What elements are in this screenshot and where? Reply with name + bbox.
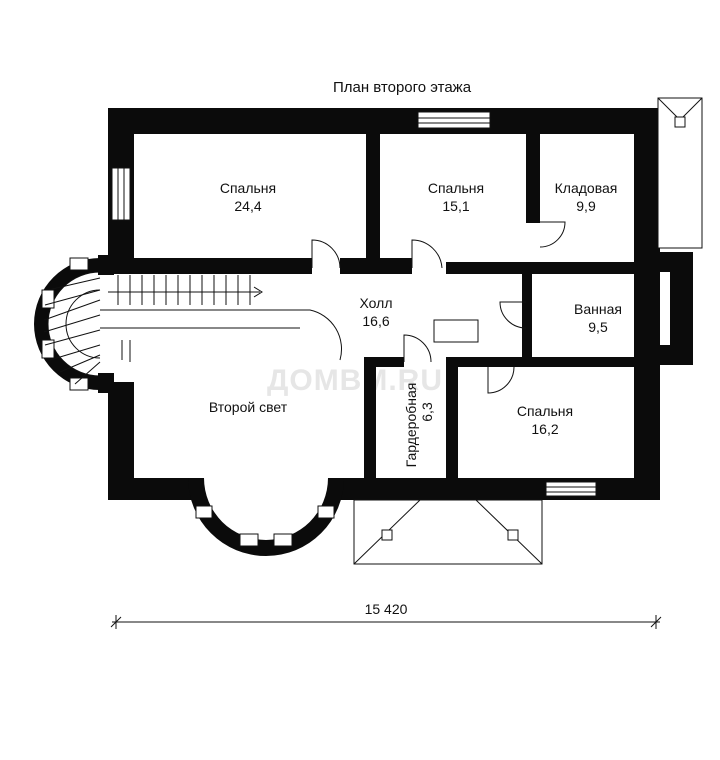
room-name-wardrobe: Гардеробная [403, 383, 419, 468]
room-area-bedroom-2: 15,1 [442, 198, 469, 214]
room-name-bedroom-3: Спальня [517, 403, 573, 419]
windows [111, 111, 597, 497]
interior-walls [108, 128, 646, 483]
staircase-tower [34, 255, 343, 393]
room-area-bedroom-3: 16,2 [531, 421, 558, 437]
watermark: ДОМВМ.RU [267, 364, 443, 397]
porch-roof-bottom [353, 499, 543, 565]
porch-roof-right [657, 97, 703, 249]
room-area-wardrobe: 6,3 [419, 402, 435, 422]
overall-width-label: 15 420 [365, 601, 408, 617]
dimension-line: 15 420 [110, 601, 662, 629]
room-name-bedroom-1: Спальня [220, 180, 276, 196]
room-name-bathroom: Ванная [574, 301, 622, 317]
room-area-hall: 16,6 [362, 313, 389, 329]
plan-title: План второго этажа [333, 79, 472, 96]
room-area-storage: 9,9 [576, 198, 596, 214]
room-area-bathroom: 9,5 [588, 319, 608, 335]
room-name-storage: Кладовая [555, 180, 618, 196]
doors [311, 221, 566, 394]
room-name-hall: Холл [360, 295, 393, 311]
room-name-double-height: Второй свет [209, 399, 288, 415]
room-labels: Спальня 24,4 Спальня 15,1 Кладовая 9,9 Х… [209, 180, 622, 467]
bay-window [188, 478, 344, 556]
room-name-bedroom-2: Спальня [428, 180, 484, 196]
room-area-bedroom-1: 24,4 [234, 198, 261, 214]
